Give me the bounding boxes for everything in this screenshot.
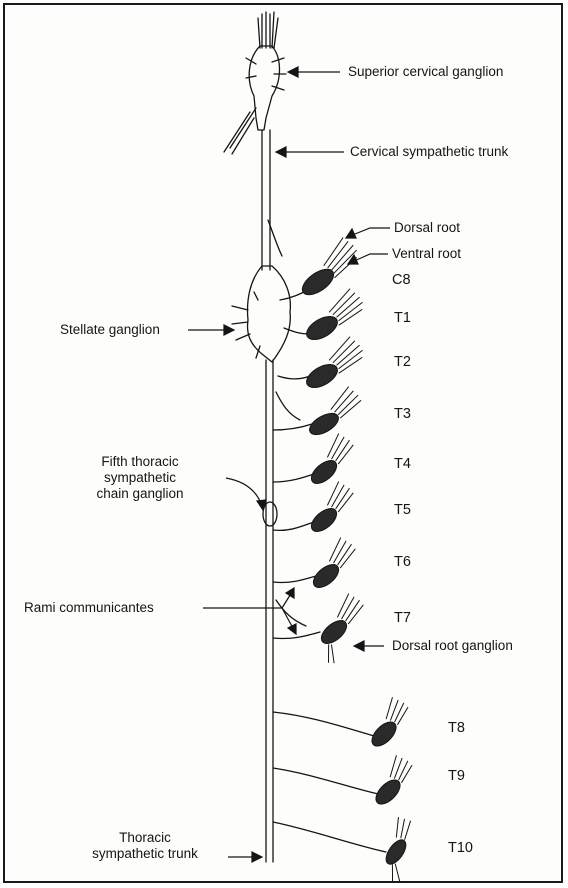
cervical-sympathetic-trunk: [262, 130, 270, 270]
label-ventral-root: Ventral root: [392, 246, 461, 262]
segment-label-t5: T5: [394, 502, 411, 518]
segment-label-t4: T4: [394, 456, 411, 472]
segment-label-t2: T2: [394, 354, 411, 370]
label-fifth-thoracic-line1: Fifth thoracic: [70, 454, 210, 470]
label-fifth-thoracic-line3: chain ganglion: [70, 486, 210, 502]
thoracic-sympathetic-trunk: [266, 360, 273, 862]
label-thoracic-trunk-line1: Thoracic: [60, 830, 230, 846]
fifth-thoracic-ganglion: [263, 502, 277, 526]
segment-label-t1: T1: [394, 310, 411, 326]
segment-label-t9: T9: [448, 768, 465, 784]
label-dorsal-root: Dorsal root: [394, 220, 460, 236]
stellate-ganglion: [248, 266, 291, 362]
label-rami-communicantes: Rami communicantes: [24, 600, 154, 616]
label-thoracic-sympathetic-trunk: Thoracic sympathetic trunk: [60, 830, 230, 862]
label-stellate-ganglion: Stellate ganglion: [60, 322, 160, 338]
segment-label-t10: T10: [448, 840, 473, 856]
label-thoracic-trunk-line2: sympathetic trunk: [60, 846, 230, 862]
label-fifth-thoracic-ganglion: Fifth thoracic sympathetic chain ganglio…: [70, 454, 210, 502]
segment-label-t3: T3: [394, 406, 411, 422]
segment-label-t8: T8: [448, 720, 465, 736]
label-cervical-sympathetic-trunk: Cervical sympathetic trunk: [350, 144, 508, 160]
top-nerve-fibers: [258, 12, 278, 48]
segment-label-t6: T6: [394, 554, 411, 570]
superior-cervical-ganglion: [249, 46, 279, 130]
segment-label-c8: C8: [392, 272, 411, 288]
label-dorsal-root-ganglion: Dorsal root ganglion: [392, 638, 513, 654]
segment-label-t7: T7: [394, 610, 411, 626]
label-superior-cervical-ganglion: Superior cervical ganglion: [348, 64, 503, 80]
label-fifth-thoracic-line2: sympathetic: [70, 470, 210, 486]
label-arrows: [188, 67, 390, 862]
